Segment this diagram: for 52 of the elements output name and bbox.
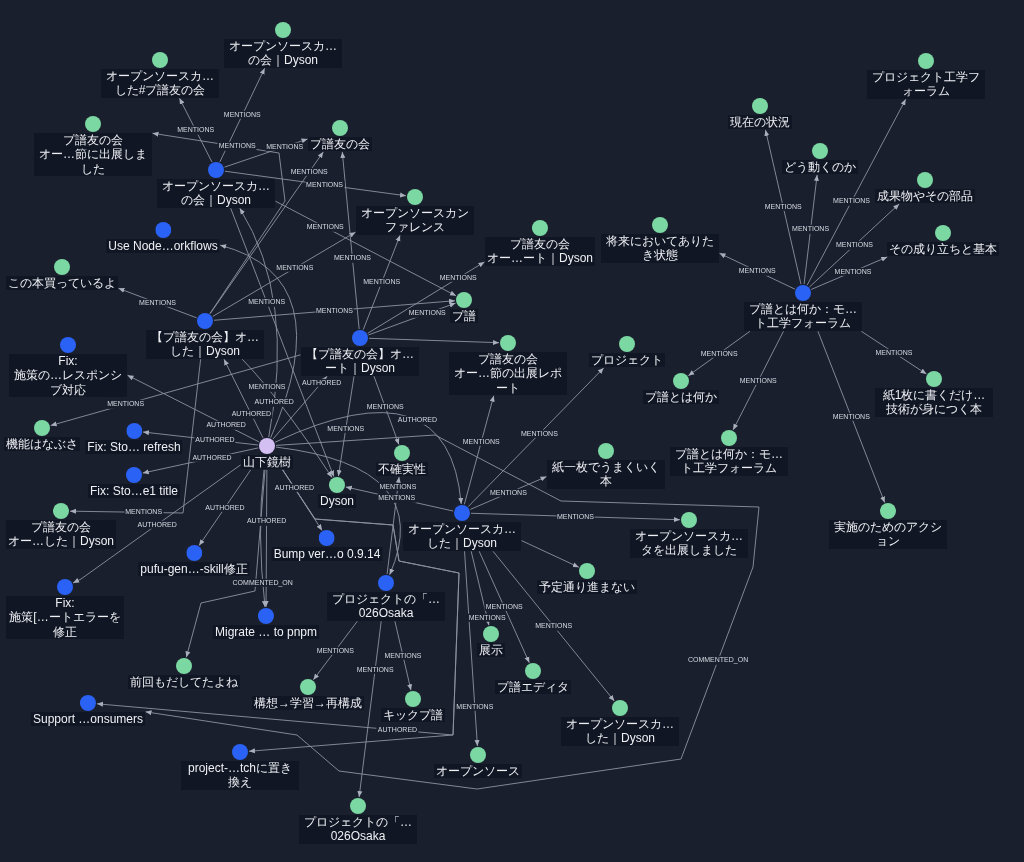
node-label: Dyson bbox=[318, 494, 356, 509]
node-label: どう動くのか bbox=[782, 160, 858, 175]
node-label: オープンソースカ…した#プ譜友の会 bbox=[101, 69, 219, 98]
node-label: その成り立ちと基本 bbox=[887, 242, 999, 257]
node-label: 【プ譜友の会】オ…した｜Dyson bbox=[146, 330, 264, 359]
node-label: project-…tchに置き換え bbox=[181, 761, 299, 790]
node-label: 前回もだしてたよね bbox=[128, 675, 240, 690]
node-label: オープンソースカ…の会｜Dyson bbox=[224, 39, 342, 68]
node-label: 構想→学習→再構成 bbox=[252, 696, 364, 711]
node-label: Migrate … to pnpm bbox=[213, 625, 319, 640]
node-label: プ譜エディタ bbox=[495, 680, 571, 695]
node-label: 成果物やその部品 bbox=[875, 189, 975, 204]
node-label: オープンソースカ…した｜Dyson bbox=[561, 717, 679, 746]
node-label: プロジェクトの「…026Osaka bbox=[327, 592, 445, 621]
node-label: 実施のためのアクション bbox=[829, 520, 947, 549]
node-label: オープンソースカ…の会｜Dyson bbox=[157, 179, 275, 208]
node-label: オープンソースカ…タを出展しました bbox=[630, 529, 748, 558]
node-label: プ譜友の会オー…した｜Dyson bbox=[6, 520, 116, 549]
node-label: 不確実性 bbox=[376, 462, 428, 477]
node-label: Bump ver…o 0.9.14 bbox=[271, 547, 383, 562]
node-label: プロジェクトの「…026Osaka bbox=[299, 815, 417, 844]
node-label: Fix: 施策の…レスポンシブ対応 bbox=[9, 354, 127, 398]
node-label: この本買っているよ bbox=[6, 276, 118, 291]
node-label: プロジェクト工学フォーラム bbox=[867, 70, 985, 99]
node-label: 機能はなぶさ bbox=[4, 437, 80, 452]
node-label: pufu-gen…-skill修正 bbox=[138, 562, 250, 577]
node-label: プ譜とは何か：モ…ト工学フォーラム bbox=[744, 302, 862, 331]
node-label: 現在の状況 bbox=[728, 115, 792, 130]
node-label: 紙一枚でうまくいく本 bbox=[547, 460, 665, 489]
node-label: Fix: Sto… refresh bbox=[85, 440, 183, 455]
node-label: 将来においてありたき状態 bbox=[601, 234, 719, 263]
node-label: プ譜とは何か bbox=[643, 390, 719, 405]
node-label: オープンソース bbox=[434, 764, 522, 779]
node-label: プロジェクト bbox=[589, 353, 665, 368]
node-label: Fix: Sto…e1 title bbox=[88, 484, 180, 499]
node-label: プ譜友の会オー…節に出展しました bbox=[34, 133, 152, 177]
node-label: Support …onsumers bbox=[30, 712, 146, 727]
node-label: Use Node…orkflows bbox=[106, 239, 220, 254]
node-label: プ譜友の会 bbox=[308, 137, 372, 152]
node-label: プ譜友の会オー…節の出展レポート bbox=[449, 352, 567, 396]
node-label: 展示 bbox=[477, 643, 505, 658]
node-label: キックプ譜 bbox=[381, 708, 445, 723]
node-label: 山下鏡樹 bbox=[241, 455, 293, 470]
node-label: オープンソースカ…した｜Dyson bbox=[403, 522, 521, 551]
node-label: プ譜とは何か：モ…ト工学フォーラム bbox=[670, 447, 788, 476]
node-label: オープンソースカンファレンス bbox=[356, 206, 474, 235]
node-label: 予定通り進まない bbox=[537, 580, 637, 595]
node-label: プ譜 bbox=[450, 309, 478, 324]
node-label: プ譜友の会オー…ート｜Dyson bbox=[485, 237, 595, 266]
node-label: Fix: 施策[…ートエラーを修正 bbox=[6, 596, 124, 640]
node-label: 【プ譜友の会】オ…ート｜Dyson bbox=[301, 347, 419, 376]
node-label: 紙1枚に書くだけ…技術が身につく本 bbox=[875, 388, 993, 417]
